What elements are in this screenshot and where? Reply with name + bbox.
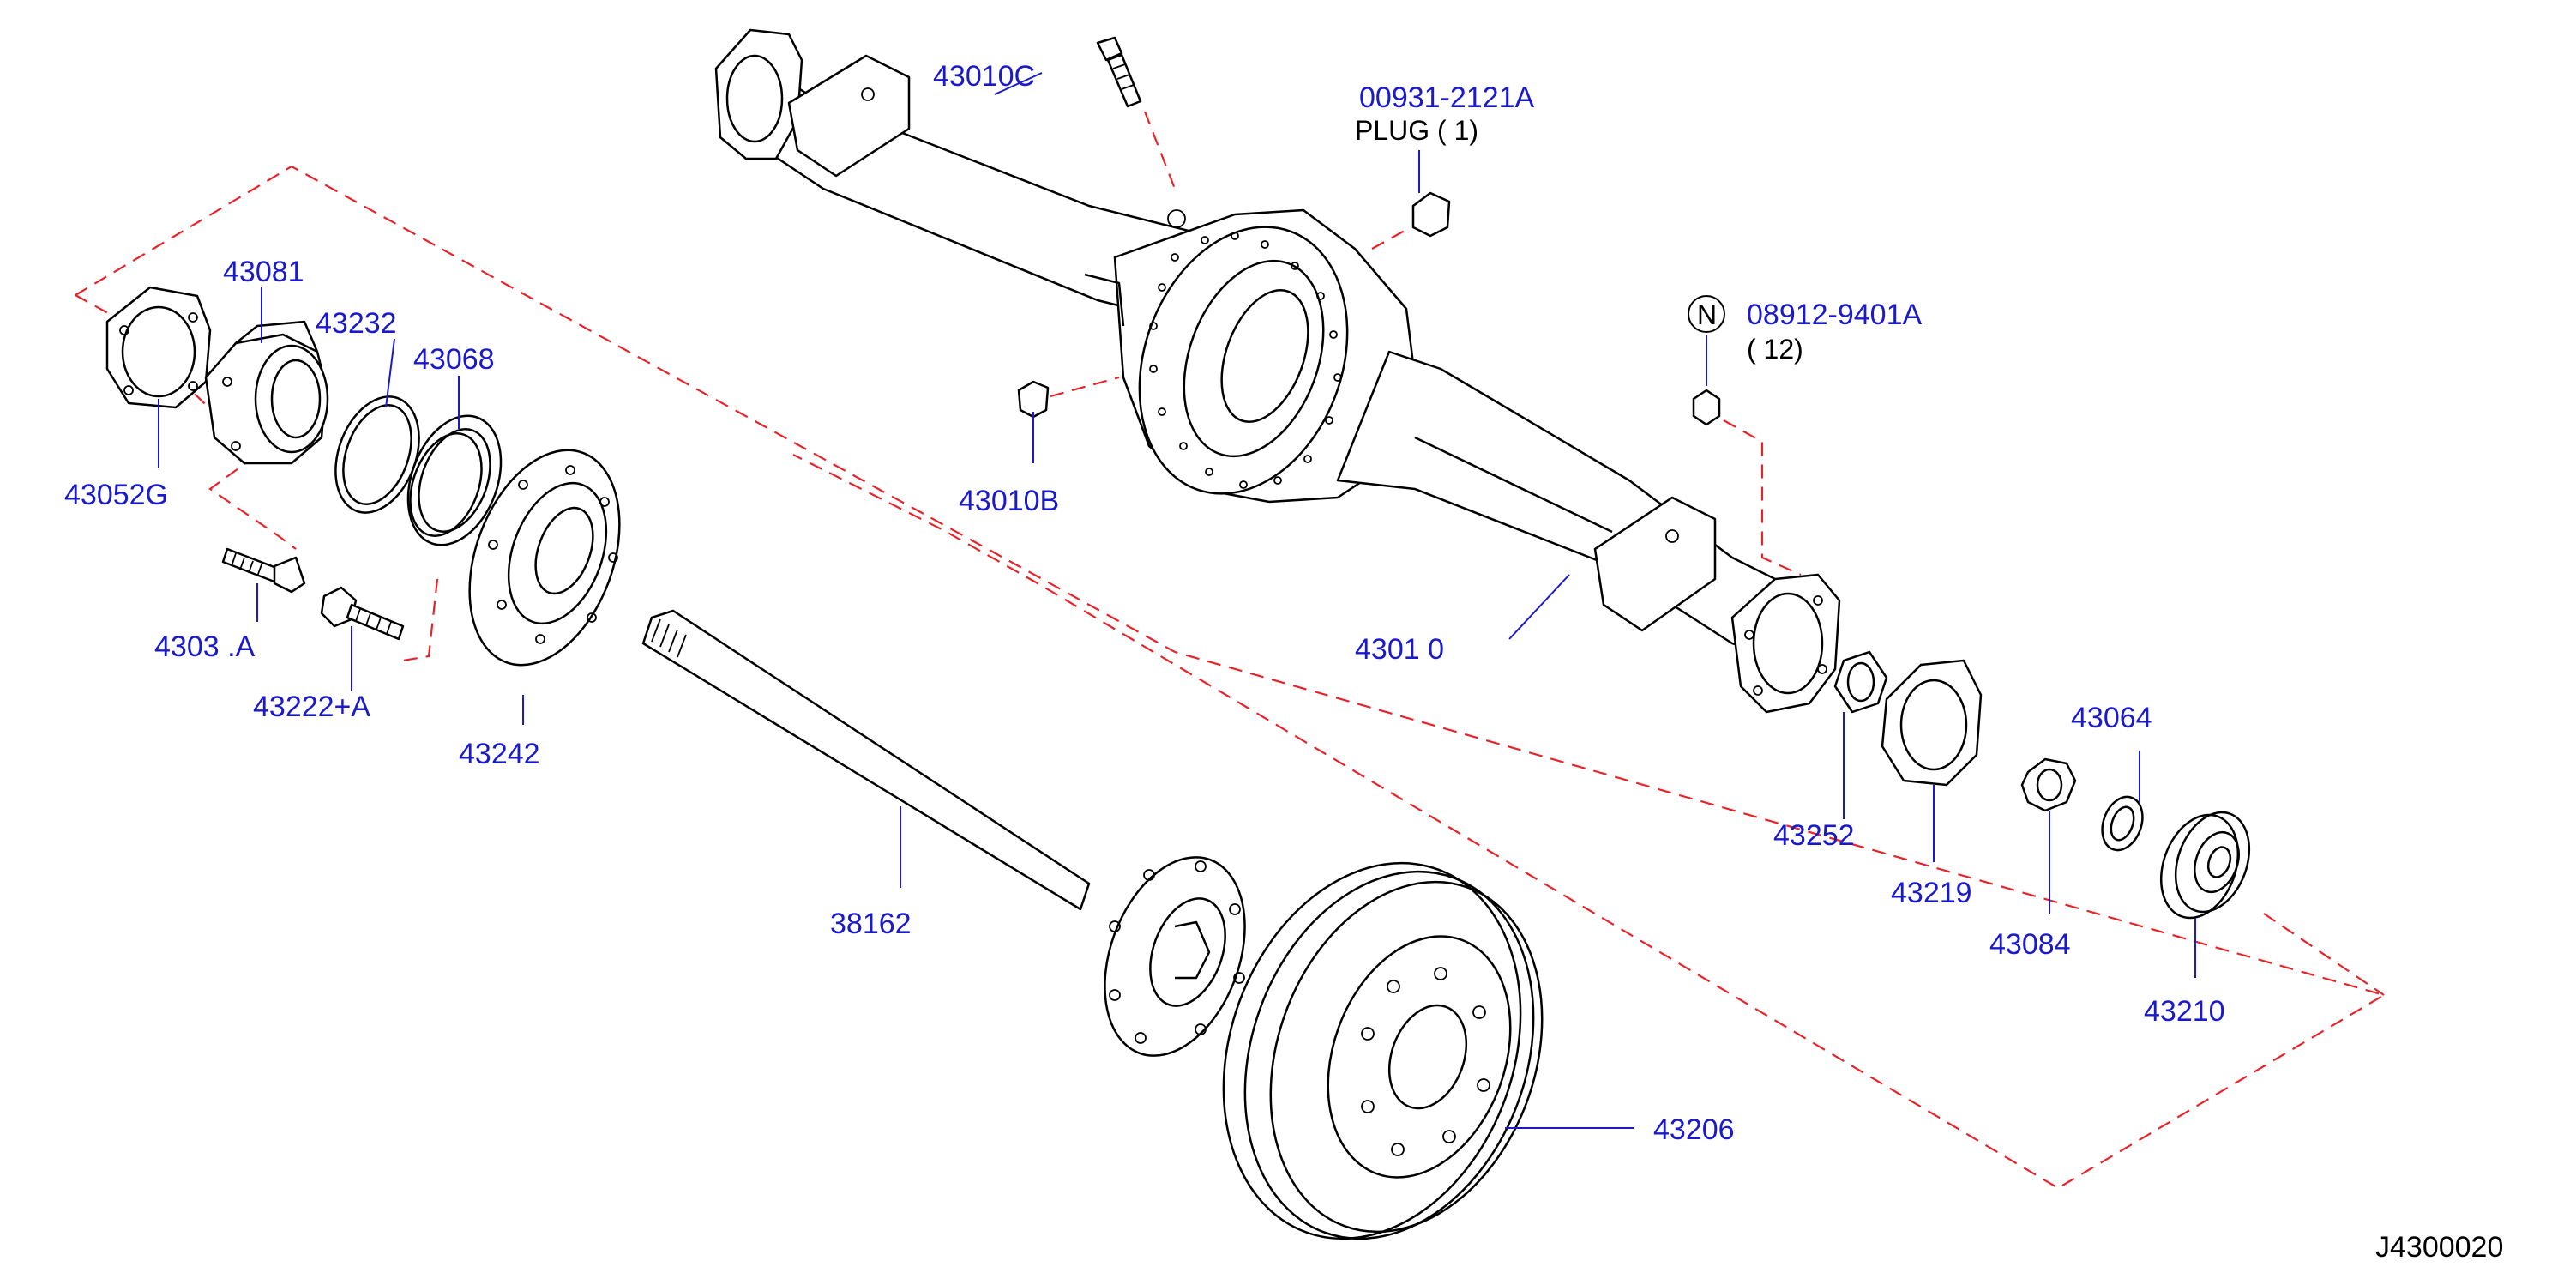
label-43210: 43210 xyxy=(2144,995,2225,1028)
group-boundary xyxy=(75,165,2386,1190)
axle-housing-drawing xyxy=(714,28,1841,714)
seal-43068-drawing xyxy=(406,414,503,546)
note-plug-qty: PLUG ( 1) xyxy=(1355,115,1478,146)
bearing-43210-drawing xyxy=(2159,811,2251,920)
label-43010C: 43010C xyxy=(933,60,1035,93)
label-43206: 43206 xyxy=(1653,1113,1735,1146)
n-symbol-circle xyxy=(1688,295,1725,333)
label-43084: 43084 xyxy=(1989,928,2071,961)
label-08912-9401A: 08912-9401A xyxy=(1747,299,1923,331)
n-symbol: N xyxy=(1697,299,1717,330)
ring-43232-drawing xyxy=(334,395,420,514)
gasket-43052G-drawing xyxy=(105,286,212,409)
label-4303xA: 4303 .A xyxy=(154,630,256,663)
plate-43219-drawing xyxy=(1881,659,1983,787)
bolt-4303xA-drawing xyxy=(221,547,306,594)
label-38162: 38162 xyxy=(830,908,912,940)
lock-nut-43084-drawing xyxy=(2020,757,2077,812)
backing-plate-drawing xyxy=(468,449,621,667)
note-qty-12: ( 12) xyxy=(1747,334,1803,365)
nut-drawing xyxy=(1692,389,1721,426)
axle-shaft-drawing xyxy=(641,609,1246,1057)
bolt-43222A-drawing xyxy=(320,586,405,641)
brake-drum-drawing xyxy=(1222,861,1544,1240)
label-43068: 43068 xyxy=(413,343,495,376)
label-43052G: 43052G xyxy=(64,479,168,511)
label-43232: 43232 xyxy=(316,307,397,340)
label-00931-2121A: 00931-2121A xyxy=(1359,81,1535,114)
label-43064: 43064 xyxy=(2071,702,2152,734)
bearing-housing-drawing xyxy=(204,320,329,465)
label-43219: 43219 xyxy=(1891,877,1972,909)
diagram-code: J4300020 xyxy=(2375,1231,2503,1264)
drain-plug-drawing xyxy=(1411,191,1451,238)
fill-plug-drawing xyxy=(1017,380,1050,419)
breather-bolt-drawing xyxy=(1096,36,1142,108)
label-43242: 43242 xyxy=(459,738,540,770)
label-43252: 43252 xyxy=(1773,819,1855,852)
label-43081: 43081 xyxy=(223,256,304,288)
label-43010: 4301 0 xyxy=(1355,633,1444,666)
washer-43064-drawing xyxy=(2101,795,2144,852)
leader-lines xyxy=(158,72,2196,1129)
spacer-43252-drawing xyxy=(1833,650,1888,714)
label-43222A: 43222+A xyxy=(253,691,370,723)
label-43010B: 43010B xyxy=(959,485,1059,517)
